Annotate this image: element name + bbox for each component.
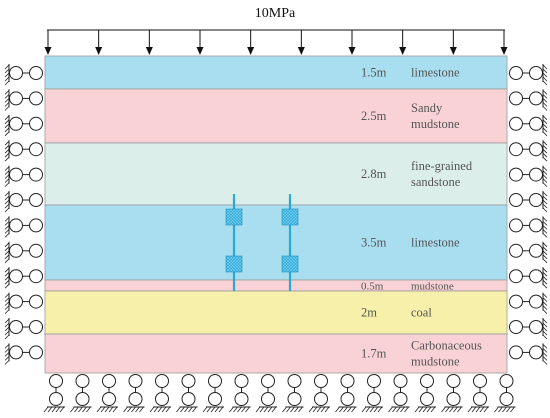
bottom-roller-support (176, 374, 198, 413)
layer-1: 1.5m limestone (44, 55, 508, 90)
bottom-roller-support (361, 374, 383, 413)
bottom-roller-support (149, 374, 171, 413)
right-roller-support (509, 165, 548, 187)
load-arrow (500, 30, 508, 55)
load-arrow (399, 30, 407, 55)
bottom-roller-support (96, 374, 118, 413)
layer-3-fill (44, 142, 508, 206)
right-roller-support (509, 241, 548, 264)
layer-6-fill (44, 290, 508, 335)
left-roller-support (4, 318, 43, 340)
bottom-roller-support (229, 374, 251, 413)
right-roller-support (509, 89, 548, 111)
anchor-bolt-1 (225, 194, 243, 291)
layer-2: 2.5m Sandy mudstone (44, 88, 508, 144)
layer-thickness-label: 3.5m (361, 236, 387, 250)
load-arrow (449, 30, 457, 55)
right-roller-support (509, 140, 548, 162)
right-roller-support (509, 343, 548, 365)
bolt-anchor-block (281, 208, 299, 226)
layer-2-fill (44, 88, 508, 144)
load-arrow (196, 30, 204, 55)
layer-thickness-label: 1.7m (361, 347, 387, 361)
bolt-anchor-block (281, 255, 299, 273)
bottom-roller-support (123, 374, 145, 413)
layer-thickness-label: 2.8m (361, 167, 387, 181)
rock-layers: 1.5m limestone 2.5m Sandy mudstone 2.8m fine-g… (44, 55, 508, 374)
layer-4-fill (44, 204, 508, 281)
right-roller-support (509, 292, 548, 314)
left-roller-support (4, 343, 43, 365)
layer-thickness-label: 0.5m (361, 281, 384, 293)
left-roller-support (4, 64, 43, 86)
left-roller-support (4, 241, 43, 264)
bottom-roller-support (282, 374, 304, 413)
layer-rock-name: Sandy (411, 101, 443, 115)
layer-6: 2m coal (44, 290, 508, 335)
left-roller-support (4, 216, 43, 238)
left-roller-supports (4, 64, 43, 365)
layer-7: 1.7m Carbonaceous mudstone (44, 333, 508, 374)
bottom-roller-support (467, 374, 489, 413)
load-label: 10MPa (255, 6, 296, 21)
layer-rock-name: sandstone (411, 175, 461, 189)
distributed-load: 10MPa (44, 6, 508, 55)
bottom-roller-support (43, 374, 65, 413)
bottom-roller-support (308, 374, 330, 413)
bottom-roller-supports (43, 374, 516, 413)
bolt-anchor-block (225, 208, 243, 226)
left-roller-support (4, 165, 43, 187)
layer-rock-name: mudstone (411, 355, 460, 369)
load-arrow (145, 30, 153, 55)
bottom-roller-support (70, 374, 92, 413)
bolt-anchor-block (225, 255, 243, 273)
layer-rock-name: fine-grained (411, 159, 473, 173)
right-roller-support (509, 216, 548, 238)
bottom-roller-support (335, 374, 357, 413)
left-roller-support (4, 292, 43, 314)
load-arrow (297, 30, 305, 55)
anchor-bolts (225, 194, 299, 291)
bottom-roller-support (414, 374, 436, 413)
left-roller-support (4, 89, 43, 111)
bottom-roller-support (494, 374, 516, 413)
left-roller-support (4, 191, 43, 213)
right-roller-support (509, 64, 548, 86)
load-arrow (348, 30, 356, 55)
layer-3: 2.8m fine-grained sandstone (44, 142, 508, 206)
anchor-bolt-2 (281, 194, 299, 291)
layer-rock-name: mudstone (411, 281, 454, 293)
bottom-roller-support (255, 374, 277, 413)
layer-rock-name: mudstone (411, 117, 460, 131)
right-roller-support (509, 318, 548, 340)
right-roller-support (509, 114, 548, 137)
layer-rock-name: Carbonaceous (411, 339, 482, 353)
load-arrow (44, 30, 52, 55)
left-roller-support (4, 140, 43, 162)
layer-4: 3.5m limestone (44, 204, 508, 281)
left-roller-support (4, 267, 43, 289)
right-roller-supports (509, 64, 548, 365)
layer-thickness-label: 2m (361, 306, 377, 320)
bottom-roller-support (388, 374, 410, 413)
layer-1-fill (44, 55, 508, 90)
left-roller-support (4, 114, 43, 137)
load-arrow (95, 30, 103, 55)
layer-rock-name: coal (411, 306, 432, 320)
right-roller-support (509, 267, 548, 289)
layer-7-fill (44, 333, 508, 374)
right-roller-support (509, 191, 548, 213)
bottom-roller-support (202, 374, 224, 413)
load-arrow (247, 30, 255, 55)
bottom-roller-support (441, 374, 463, 413)
layer-thickness-label: 2.5m (361, 109, 387, 123)
layer-rock-name: limestone (411, 66, 460, 80)
layer-rock-name: limestone (411, 236, 460, 250)
layer-thickness-label: 1.5m (361, 66, 387, 80)
